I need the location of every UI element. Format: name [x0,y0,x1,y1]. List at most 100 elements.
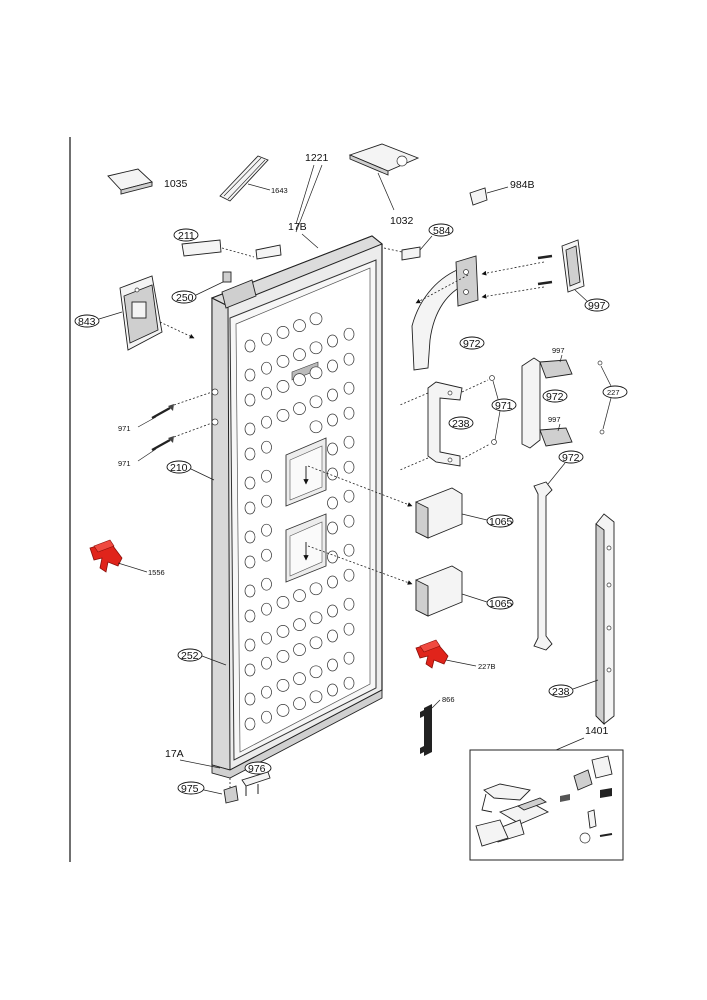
label-584: 584 [433,225,451,237]
door-dimple [244,339,256,353]
door-dimple [276,326,290,339]
door-dimple [343,489,355,503]
label-997-b: 997 [552,346,565,355]
door-dimple [261,685,272,699]
door-dimple [327,658,338,672]
door-dimple [327,388,338,402]
oval-843 [74,314,100,328]
door-dimple [343,568,355,582]
door-dimple [343,651,355,665]
label-1065-a: 1065 [489,516,513,528]
door-dimple [276,650,290,663]
door-dimple [276,596,290,609]
door-dimple [261,577,272,591]
label-971-a: 971 [118,424,131,433]
door-dimple [276,679,290,692]
door-dimple [293,672,306,685]
oval-227 [602,385,628,399]
door-dimple [327,550,338,564]
screws-997-top [537,254,553,286]
label-972-a: 972 [463,338,481,350]
door-dimple [261,602,272,616]
door-dimple [261,386,272,400]
kit-1401-contents [475,755,613,847]
door-dimple [261,631,272,645]
door-dimple [293,319,306,332]
oval-238-a [448,416,474,430]
door-dimple [244,393,256,407]
door-dimple [261,656,272,670]
door-dimple [343,676,355,690]
door-dimple [244,501,256,515]
oval-997-a [584,298,610,312]
label-227b: 227B [478,662,496,671]
door-dimple [261,361,272,375]
door-dimple [244,584,256,598]
screw-971-upper [151,404,174,419]
door-dimple [343,460,355,474]
oval-972-c [558,450,584,464]
door-dimple [261,440,272,454]
door-dimple [261,548,272,562]
door-dimple [327,629,338,643]
label-1556: 1556 [148,568,165,577]
door-dimple [327,575,338,589]
oval-238-b [548,684,574,698]
oval-584 [428,223,454,237]
part-227b-clip [415,639,449,669]
door-dimple [327,496,338,510]
door-panel [210,235,383,779]
door-dimple [261,523,272,537]
door-dimple [327,683,338,697]
door-dimple [244,609,256,623]
door-dimple [309,582,323,596]
part-997-cap [561,239,585,293]
door-dimple [261,469,272,483]
oval-210 [166,460,192,474]
part-238-strip [595,513,615,726]
label-238-b: 238 [552,686,570,698]
label-972-c: 972 [562,452,580,464]
part-972-handle-mid [521,357,573,449]
part-250 [222,271,232,283]
label-866: 866 [442,695,455,704]
oval-1065-a [486,514,514,528]
door-dimple [293,618,306,631]
label-975: 975 [181,783,199,795]
door-dimple [309,341,323,355]
part-866 [420,704,432,756]
part-843 [119,275,163,351]
label-17b: 17B [288,221,307,233]
door-dimple [244,447,256,461]
door-dimple [309,366,323,380]
oval-971-c [491,398,517,412]
part-211 [181,239,222,257]
label-997-a: 997 [588,300,606,312]
door-dimple [293,697,306,710]
door-dimple [293,373,306,386]
door-dimple [309,665,323,679]
door-dimple [276,355,290,368]
door-dimple [343,327,355,341]
oval-1065-b [486,596,514,610]
part-1065-upper [415,487,463,539]
door-dimple [244,555,256,569]
door-dimple [327,334,338,348]
screw-971-lower [151,436,174,451]
part-1643 [219,155,269,202]
door-dimple [261,494,272,508]
door-dimple [343,622,355,636]
label-227: 227 [607,388,620,397]
door-dimple [343,543,355,557]
label-843: 843 [78,316,96,328]
door-dimple [244,692,256,706]
part-584 [401,246,421,261]
door-dimple [293,589,306,602]
label-1035: 1035 [164,178,188,190]
part-975 [223,785,239,804]
door-dimple-pattern [244,312,355,731]
label-971-c: 971 [495,400,513,412]
door-dimple [261,332,272,346]
part-1556-clip [89,539,123,573]
